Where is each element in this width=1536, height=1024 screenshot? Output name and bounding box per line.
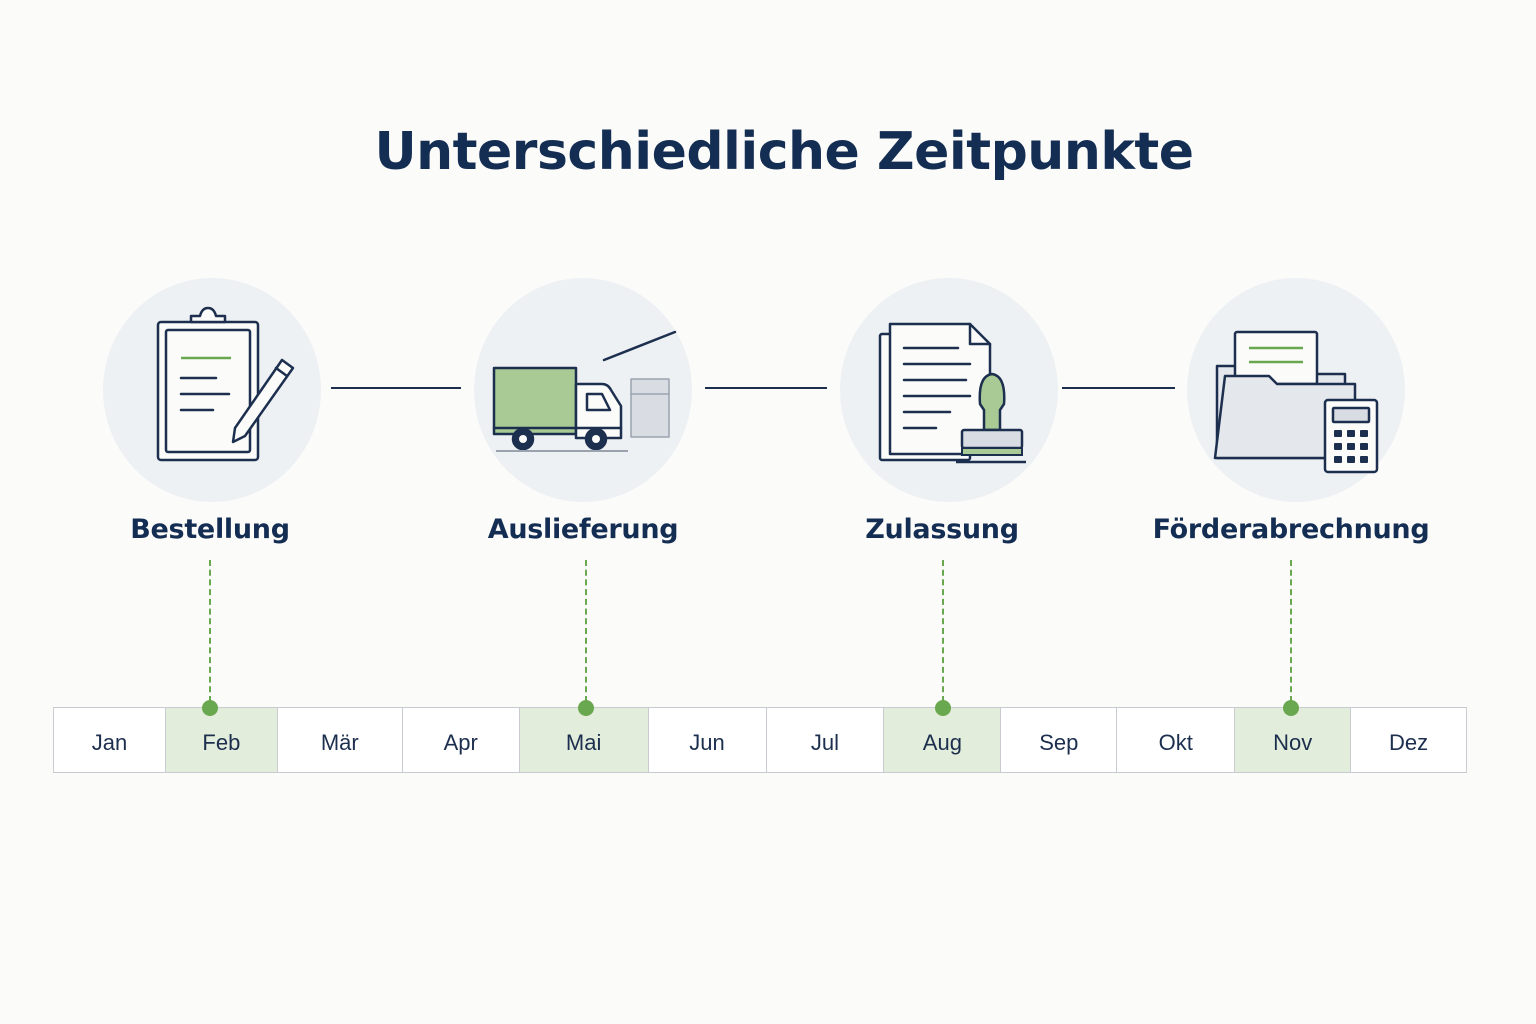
month-cell: Okt — [1117, 708, 1236, 772]
page-title: Unterschiedliche Zeitpunkte — [374, 122, 1194, 182]
folder-calculator-icon — [1213, 330, 1379, 474]
dashed-guide-line — [1290, 560, 1292, 702]
milestone-circle — [1187, 278, 1405, 502]
month-timeline: Jan Feb Mär Apr Mai Jun Jul Aug Sep Okt … — [53, 707, 1467, 773]
milestone-label: Zulassung — [865, 514, 1019, 545]
connector-line — [1062, 387, 1175, 389]
milestone-circle — [840, 278, 1058, 502]
dashed-guide-line — [209, 560, 211, 702]
milestone-dot — [1283, 700, 1299, 716]
month-cell-highlighted: Aug — [884, 708, 1002, 772]
document-stamp-icon — [878, 322, 1026, 464]
connector-line — [705, 387, 827, 389]
month-cell-highlighted: Nov — [1235, 708, 1352, 772]
month-cell: Mär — [278, 708, 403, 772]
month-cell: Sep — [1001, 708, 1118, 772]
month-cell: Jul — [767, 708, 885, 772]
milestone-label: Bestellung — [130, 514, 290, 545]
milestone-dot — [202, 700, 218, 716]
month-cell: Jan — [54, 708, 166, 772]
month-cell: Jun — [649, 708, 767, 772]
dashed-guide-line — [585, 560, 587, 702]
clipboard-pen-icon — [156, 306, 295, 462]
delivery-truck-icon — [492, 330, 677, 452]
month-cell: Apr — [403, 708, 520, 772]
milestone-circle — [103, 278, 321, 502]
milestone-label: Auslieferung — [487, 514, 679, 545]
month-cell-highlighted: Feb — [165, 708, 278, 772]
milestone-label: Förderabrechnung — [1152, 514, 1430, 545]
milestone-dot — [578, 700, 594, 716]
connector-line — [331, 387, 461, 389]
month-cell: Dez — [1389, 730, 1429, 755]
dashed-guide-line — [942, 560, 944, 702]
month-cell-highlighted: Mai — [519, 708, 649, 772]
milestone-circle — [474, 278, 692, 502]
milestone-dot — [935, 700, 951, 716]
